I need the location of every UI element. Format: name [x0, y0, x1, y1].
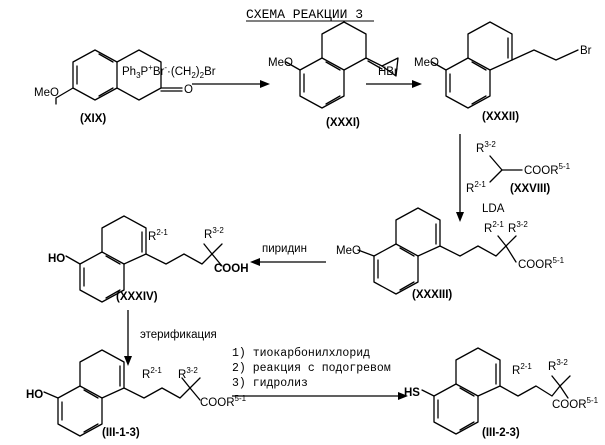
iii23-ester: COOR5-1 — [552, 396, 599, 411]
iii23-label: (III-2-3) — [482, 427, 520, 439]
compound-xxxiii: R2-1 R3-2 COOR5-1 MeO (XXXIII) — [336, 208, 565, 301]
xxxiv-hydroxy: HO — [48, 253, 65, 265]
reagent-step6-line2: 2) реакция с подогревом — [232, 362, 391, 375]
reagent-step6-line3: 3) гидролиз — [232, 377, 308, 390]
iii23-r21: R2-1 — [512, 362, 532, 377]
iii13-r21: R2-1 — [142, 366, 162, 381]
reagent-step4: пиридин — [262, 243, 307, 255]
compound-iii-2-3: R2-1 R3-2 COOR5-1 HS (III-2-3) — [404, 348, 599, 439]
xxxii-label: (XXXII) — [482, 111, 519, 123]
arrow-step5: этерификация — [124, 310, 217, 366]
xxxiii-r32: R3-2 — [508, 220, 528, 235]
arrow-step2: HBr — [366, 66, 422, 88]
iii13-hydroxy: HO — [26, 389, 43, 401]
compound-xxxiv: R2-1 R3-2 COOH HO (XXXIV) — [48, 216, 249, 303]
compound-xix: O MeO (XIX) — [34, 50, 193, 125]
xxxii-bromo: Br — [580, 45, 592, 57]
compound-iii-1-3: R2-1 R3-2 COOR5-1 HO (III-1-3) — [26, 350, 247, 439]
xxviii-label: (XXVIII) — [510, 183, 550, 195]
xxxiii-ester: COOR5-1 — [518, 256, 565, 271]
reagent-step3: LDA — [482, 203, 505, 215]
xxxiv-acid: COOH — [214, 263, 249, 275]
xxxiv-r32: R3-2 — [204, 226, 224, 241]
xxxiii-r21: R2-1 — [484, 220, 504, 235]
arrow-step6: 1) тиокарбонилхлорид 2) реакция с подогр… — [232, 347, 408, 400]
scheme-title: СХЕМА РЕАКЦИИ 3 — [246, 7, 363, 22]
xxxi-label: (XXXI) — [326, 117, 360, 129]
xxxiv-r21: R2-1 — [148, 228, 168, 243]
iii23-thiol: HS — [404, 387, 420, 399]
arrow-step4: пиридин — [250, 243, 326, 266]
reagent-step6-line1: 1) тиокарбонилхлорид — [232, 347, 370, 360]
xxviii-r32: R3-2 — [476, 140, 496, 155]
iii13-label: (III-1-3) — [102, 427, 140, 439]
reagent-step2: HBr — [378, 66, 398, 78]
compound-xxviii: R3-2 COOR5-1 R2-1 (XXVIII) LDA — [466, 140, 571, 215]
arrow-step3 — [456, 134, 464, 222]
reagent-step1: Ph3P+Br-·(CH2)2Br — [122, 63, 216, 80]
xxviii-ester: COOR5-1 — [524, 162, 571, 177]
xxxiii-label: (XXXIII) — [412, 289, 452, 301]
compound-xxxii: Br MeO (XXXII) — [414, 22, 592, 123]
arrow-step1: Ph3P+Br-·(CH2)2Br — [122, 63, 270, 88]
iii13-r32: R3-2 — [178, 366, 198, 381]
xxxiv-label: (XXXIV) — [116, 291, 158, 303]
reagent-step5: этерификация — [140, 329, 217, 341]
xxxi-methoxy: MeO — [268, 57, 293, 69]
xix-methoxy: MeO — [34, 87, 59, 99]
xxxii-methoxy: MeO — [414, 57, 439, 69]
xxviii-r21: R2-1 — [466, 180, 486, 195]
xix-carbonyl-o: O — [184, 84, 193, 96]
iii23-r32: R3-2 — [548, 358, 568, 373]
xxxiii-methoxy: MeO — [336, 245, 361, 257]
xix-label: (XIX) — [80, 113, 106, 125]
